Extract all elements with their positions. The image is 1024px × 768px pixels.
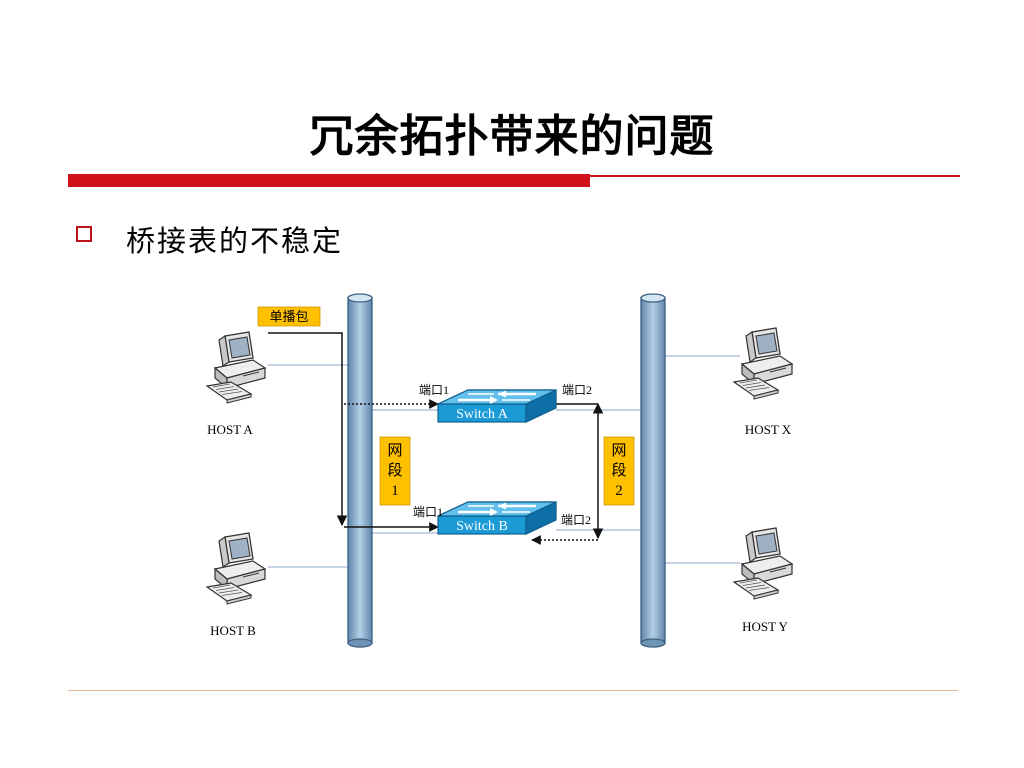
unicast-label-box	[257, 306, 321, 327]
segment-2-label: 网 段 2	[603, 436, 635, 506]
unicast-path-arrow	[268, 332, 348, 527]
segment-1-label: 网 段 1	[379, 436, 411, 506]
switch-b-label: Switch B	[456, 519, 508, 534]
host-a-computer-icon	[206, 331, 266, 404]
switch-a-port1-label: 端口1	[419, 383, 449, 397]
host-x-computer-icon	[733, 327, 793, 400]
svg-text:网: 网	[387, 443, 402, 459]
switch-a-label: Switch A	[456, 407, 509, 422]
unicast-label: 单播包	[269, 309, 308, 324]
host-y-computer-icon	[733, 527, 793, 600]
footer-divider	[68, 690, 958, 691]
svg-text:段: 段	[387, 462, 402, 479]
switch-a: Switch A	[436, 388, 558, 424]
slide-title: 冗余拓扑带来的问题	[309, 111, 715, 162]
host-y-label: HOST Y	[742, 619, 788, 634]
bullet-square-icon	[76, 226, 92, 242]
switch-a-port2-label: 端口2	[562, 383, 592, 397]
host-b-computer-icon	[206, 532, 266, 605]
svg-text:1: 1	[391, 483, 399, 499]
switch-b-port1-label: 端口1	[413, 505, 443, 519]
svg-text:2: 2	[615, 483, 623, 499]
switch-b: Switch B	[436, 500, 558, 536]
host-a-label: HOST A	[207, 422, 253, 437]
host-b-label: HOST B	[210, 623, 256, 638]
title-underline-thin	[590, 175, 960, 177]
segment-2-bus	[640, 293, 666, 648]
svg-text:段: 段	[611, 462, 626, 479]
bullet-text: 桥接表的不稳定	[126, 224, 344, 258]
segment-1-bus	[347, 293, 373, 648]
host-x-label: HOST X	[745, 422, 792, 437]
title-underline-thick	[68, 174, 590, 187]
svg-text:网: 网	[611, 443, 626, 459]
switch-b-port2-label: 端口2	[561, 513, 591, 527]
